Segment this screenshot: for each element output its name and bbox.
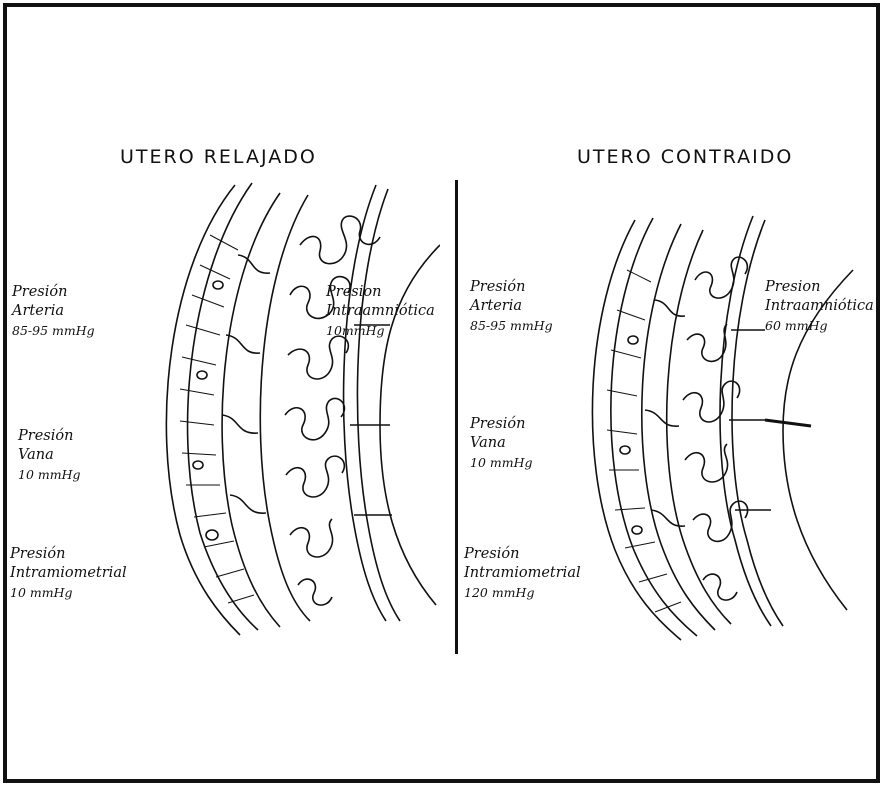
right-myometrial-pressure-label: Presión Intramiometrial 120 mmHg [464, 545, 581, 602]
contracted-uterus-illustration [585, 210, 855, 645]
myometrium-inner-border [642, 224, 715, 630]
right-arterial-pressure-label: Presión Arteria 85-95 mmHg [470, 278, 553, 335]
right-panel-title: UTERO CONTRAIDO [577, 146, 793, 168]
left-myometrial-pressure-label: Presión Intramiometrial 10 mmHg [10, 545, 127, 602]
right-venous-pressure-label: Presión Vana 10 mmHg [470, 415, 533, 472]
outer-wall-curve [166, 185, 240, 635]
left-venous-pressure-label: Presión Vana 10 mmHg [18, 427, 81, 484]
left-panel-title: UTERO RELAJADO [120, 146, 317, 168]
left-arterial-pressure-label: Presión Arteria 85-95 mmHg [12, 283, 95, 340]
left-amniotic-pressure-label: Presion Intraamniótica 10mmHg [326, 283, 435, 340]
relaxed-uterus-illustration [140, 175, 440, 645]
outer-wall-curve [592, 220, 681, 640]
panel-divider [455, 180, 458, 654]
right-amniotic-pressure-label: Presion Intraamniótica 60 mmHg [765, 278, 874, 335]
myometrium-inner-border [222, 193, 280, 627]
